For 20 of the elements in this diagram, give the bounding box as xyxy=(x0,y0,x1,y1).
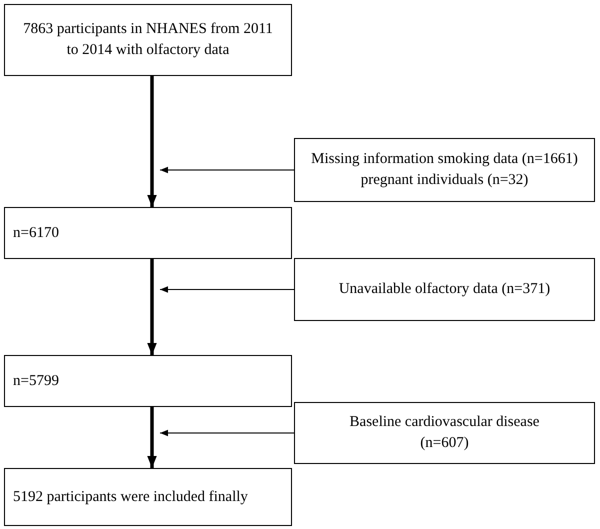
process-box xyxy=(4,207,292,259)
arrow xyxy=(160,430,294,436)
arrow xyxy=(147,76,157,207)
process-box xyxy=(4,4,292,76)
process-box xyxy=(4,468,292,526)
process-box xyxy=(294,138,595,202)
process-box xyxy=(4,355,292,407)
box-text: n=6170 xyxy=(13,224,59,242)
box-text: Baseline cardiovascular disease (n=607) xyxy=(348,413,540,453)
arrow xyxy=(160,286,294,293)
arrow xyxy=(147,259,157,355)
box-text: 7863 participants in NHANES from 2011 to 2014 with olfactory data xyxy=(22,20,274,60)
box-text: 5192 participants were included finally xyxy=(13,488,248,506)
box-text: Unavailable olfactory data (n=371) xyxy=(338,280,550,299)
box-text: n=5799 xyxy=(13,372,59,390)
arrow xyxy=(160,166,294,174)
process-box xyxy=(294,258,595,321)
arrow xyxy=(147,407,157,468)
box-text: Missing information smoking data (n=1661) pregnant individuals (n=32) xyxy=(310,150,579,190)
process-box xyxy=(294,402,595,464)
